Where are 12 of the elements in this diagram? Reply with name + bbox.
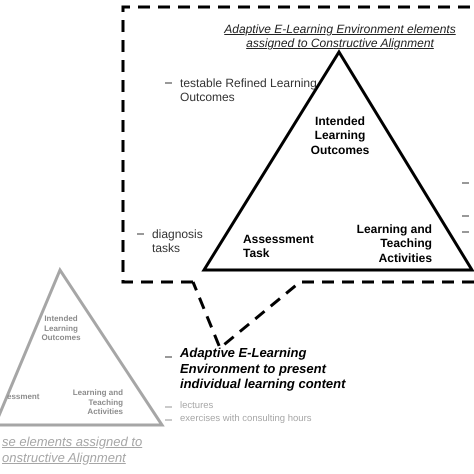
list-item: diagnosis tasks <box>152 227 204 256</box>
corner-label: Assessment Task <box>243 232 315 261</box>
corner-label: Intended Learning Outcomes <box>40 314 82 343</box>
corner-label: Intended Learning Outcomes <box>310 114 370 158</box>
list-item: lectures <box>180 400 214 412</box>
bold-note: Adaptive E-Learning Environment to present individual learning content <box>180 345 347 392</box>
list-item: exercises with consulting hours <box>180 413 312 424</box>
triangle-label: se elements assigned to onstructive Alignment <box>2 434 144 466</box>
corner-label: Learning and Teaching Activities <box>356 222 432 266</box>
list-item: testable Refined Learning Outcomes <box>180 76 318 105</box>
heading: Adaptive E-Learning Environment elements assigned to Constructive Alignment <box>222 22 457 51</box>
corner-label: Learning and Teaching Activities <box>72 388 123 417</box>
